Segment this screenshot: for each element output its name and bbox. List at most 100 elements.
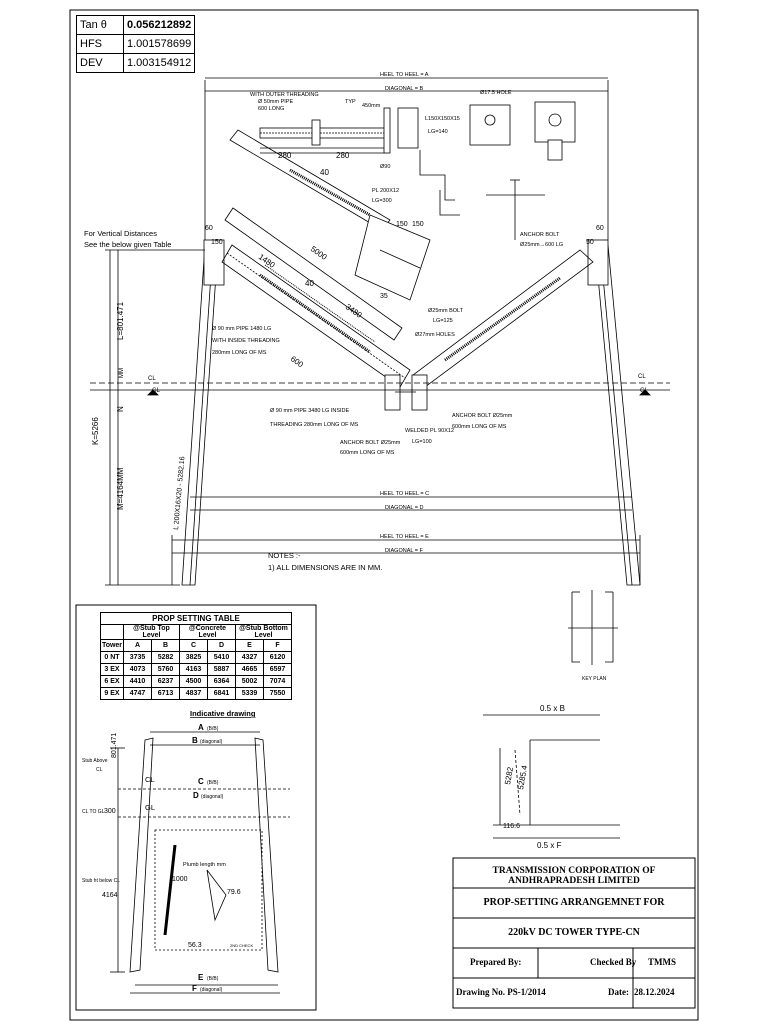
tan-key: HFS	[76, 34, 124, 54]
prop-cell: 4747	[123, 687, 152, 700]
ind-cl-to-gl: CL TO GL	[82, 809, 105, 815]
prop-col-header: B	[151, 639, 180, 652]
prop-cell: 6 EX	[100, 675, 124, 688]
label-vertical-1: For Vertical Distances	[84, 229, 157, 238]
label-450: 450mm	[362, 103, 381, 109]
label-anchor-r2: 600mm LONG OF MS	[452, 424, 507, 430]
tan-key: Tan θ	[76, 15, 124, 35]
label-half-b: 0.5 x B	[540, 704, 565, 713]
ind-v56: 56.3	[188, 942, 202, 949]
label-150a: 150	[211, 239, 223, 246]
prop-cell: 9 EX	[100, 687, 124, 700]
label-m-dim: M=4164MM	[116, 467, 125, 510]
label-cl-left: CL	[148, 376, 156, 382]
label-150b: 150	[396, 221, 408, 228]
prop-group-0: @Stub Top Level	[123, 624, 180, 640]
title-line-2: 220kV DC TOWER TYPE-CN	[508, 927, 640, 938]
label-35: 35	[380, 293, 388, 300]
prop-cell: 5760	[151, 663, 180, 676]
label-gl-left: GL	[152, 388, 161, 394]
label-pl200: PL 200X12	[372, 188, 399, 194]
label-40: 40	[320, 168, 329, 177]
prop-cell: 5282	[151, 651, 180, 664]
label-key-plan: KEY PLAN	[582, 676, 607, 682]
label-anchor-r: ANCHOR BOLT Ø25mm	[452, 413, 513, 419]
prop-col-header: F	[263, 639, 292, 652]
prop-col-header: D	[207, 639, 236, 652]
prop-cell: 4327	[235, 651, 264, 664]
tan-value: 1.001578699	[122, 34, 196, 54]
prop-panel-border	[75, 604, 317, 1011]
ind-b-label: B	[192, 736, 198, 745]
prop-cell: 3825	[179, 651, 208, 664]
prop-group-2: @Stub Bottom Level	[235, 624, 292, 640]
prop-col-header: Tower	[100, 639, 124, 652]
label-d90: Ø90	[380, 164, 390, 170]
label-60a: 60	[205, 225, 213, 232]
prop-cell: 4500	[179, 675, 208, 688]
main-drawing	[90, 77, 670, 839]
prop-cell: 4837	[179, 687, 208, 700]
label-long280a: 280mm LONG OF MS	[212, 350, 267, 356]
label-anchor-top2: Ø25mm→600 LG	[520, 242, 563, 248]
tan-key: DEV	[76, 53, 124, 73]
prop-cell: 6597	[263, 663, 292, 676]
label-heel-a: HEEL TO HEEL = A	[380, 72, 429, 78]
ind-v1000: 1000	[172, 876, 188, 883]
label-pipe1480: Ø 90 mm PIPE 1480 LG	[212, 326, 271, 332]
ind-d-label: D	[193, 791, 199, 800]
label-mm: MM	[119, 368, 125, 378]
ind-c-sub: (B/B)	[207, 780, 219, 786]
label-l150: L150X150X15	[425, 116, 460, 122]
label-hole27: Ø27mm HOLES	[415, 332, 455, 338]
label-600: 600	[289, 354, 306, 369]
label-heel-c: HEEL TO HEEL = C	[380, 491, 429, 497]
prop-table-corner	[100, 624, 124, 640]
label-long-600: 600 LONG	[258, 106, 284, 112]
ind-plumb: Plumb length mm	[183, 862, 226, 868]
label-typ: TYP	[345, 99, 356, 105]
label-lg100: LG=100	[412, 439, 432, 445]
label-anchor-l: ANCHOR BOLT Ø25mm	[340, 440, 401, 446]
prop-table-title: PROP SETTING TABLE	[100, 612, 292, 625]
label-half-f: 0.5 x F	[537, 841, 562, 850]
ind-v801: 801.471	[111, 733, 118, 758]
label-lg140: LG=140	[428, 129, 448, 135]
prop-cell: 4665	[235, 663, 264, 676]
label-heel-e: HEEL TO HEEL = E	[380, 534, 429, 540]
ind-cl: CL	[145, 775, 155, 784]
label-n-dim: N	[116, 406, 125, 412]
label-hole-17: Ø17.5 HOLE	[480, 90, 512, 96]
ind-stub-below: Stub ht below CL	[82, 878, 120, 884]
prop-cell: 4073	[123, 663, 152, 676]
label-280a: 280	[278, 151, 292, 160]
tan-value: 0.056212892	[122, 15, 196, 35]
ind-e-label: E	[198, 973, 204, 982]
label-5282: 5282	[503, 766, 515, 786]
ind-a-label: A	[198, 723, 204, 732]
title-org: TRANSMISSION CORPORATION OF ANDHRAPRADES…	[492, 866, 656, 886]
prop-cell: 0 NT	[100, 651, 124, 664]
indicative-drawing	[110, 731, 290, 994]
label-anchor-top: ANCHOR BOLT	[520, 232, 560, 238]
ind-a-sub: (B/B)	[207, 726, 219, 732]
label-notes: NOTES :-	[268, 551, 301, 560]
prop-cell: 5002	[235, 675, 264, 688]
ind-gl: GL	[145, 803, 155, 812]
label-5285: 5285.4	[516, 764, 529, 790]
prop-group-1: @Concrete Level	[179, 624, 236, 640]
title-block	[452, 857, 696, 1009]
label-vertical-2: See the below given Table	[84, 240, 171, 249]
date-label: Date:	[608, 987, 629, 997]
prop-cell: 6364	[207, 675, 236, 688]
prop-cell: 5339	[235, 687, 264, 700]
label-50b: 50	[586, 239, 594, 246]
indicative-title: Indicative drawing	[190, 709, 256, 718]
label-lg125: LG=125	[433, 318, 453, 324]
ind-v79: 79.6	[227, 889, 241, 896]
